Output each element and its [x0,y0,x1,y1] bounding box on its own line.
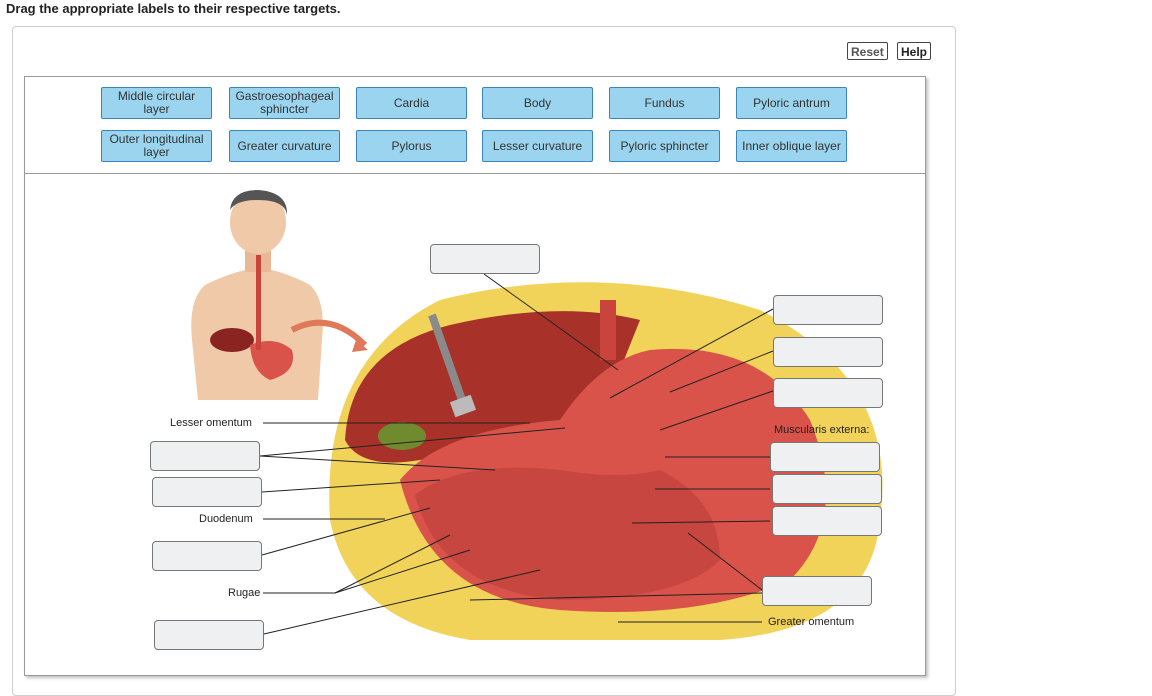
muscularis-externa-label: Muscularis externa: [774,424,870,436]
greater-omentum-label: Greater omentum [768,616,855,628]
label-chip-gastroesophageal-sphincter[interactable]: Gastroesophageal sphincter [229,87,340,119]
drop-target-7[interactable] [152,541,262,571]
instructions-text: Drag the appropriate labels to their res… [6,1,341,16]
human-torso-figure [191,190,323,400]
drop-target-1[interactable] [430,244,540,274]
drop-target-9[interactable] [770,442,880,472]
drop-target-4[interactable] [773,378,883,408]
drop-target-6[interactable] [152,477,262,507]
drop-target-11[interactable] [772,506,882,536]
label-chip-middle-circular-layer[interactable]: Middle circular layer [101,87,212,119]
label-chip-outer-longitudinal-layer[interactable]: Outer longitudinal layer [101,130,212,162]
label-chip-inner-oblique-layer[interactable]: Inner oblique layer [736,130,847,162]
reset-button[interactable]: Reset [847,42,888,60]
drop-target-8[interactable] [154,620,264,650]
drop-target-5[interactable] [150,441,260,471]
rugae-label: Rugae [228,587,261,599]
drop-target-2[interactable] [773,295,883,325]
label-chip-pyloric-antrum[interactable]: Pyloric antrum [736,87,847,119]
label-chip-lesser-curvature[interactable]: Lesser curvature [482,130,593,162]
label-chip-body[interactable]: Body [482,87,593,119]
lesser-omentum-label: Lesser omentum [170,417,252,429]
drop-target-3[interactable] [773,337,883,367]
help-button[interactable]: Help [897,42,932,60]
duodenum-label: Duodenum [199,513,253,525]
label-chip-cardia[interactable]: Cardia [356,87,467,119]
label-chip-fundus[interactable]: Fundus [609,87,720,119]
label-chip-pylorus[interactable]: Pylorus [356,130,467,162]
drop-target-12[interactable] [762,576,872,606]
arrow-icon [290,319,368,348]
drop-target-10[interactable] [772,474,882,504]
label-chip-greater-curvature[interactable]: Greater curvature [229,130,340,162]
label-chip-pyloric-sphincter[interactable]: Pyloric sphincter [609,130,720,162]
label-bank-divider [24,173,926,174]
